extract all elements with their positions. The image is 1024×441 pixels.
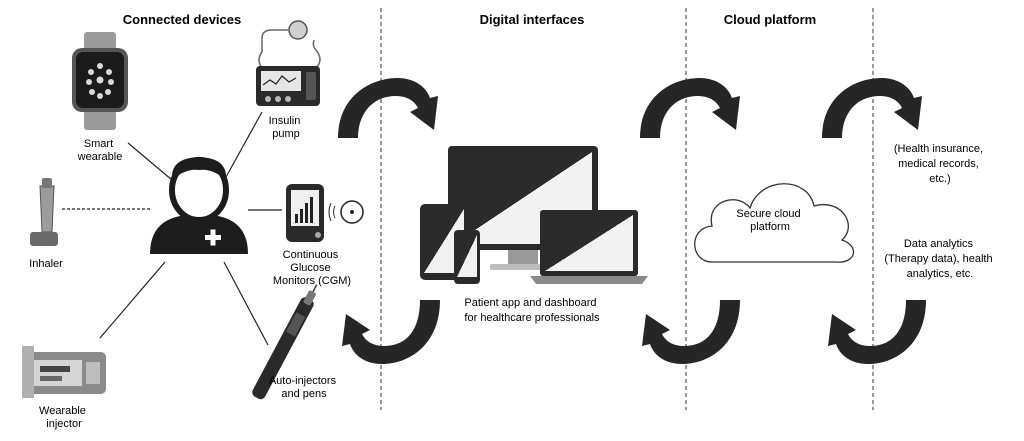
label-smart-wearable: Smart wearable: [77, 138, 123, 163]
label-cgm: Continuous Glucose Monitors (CGM): [273, 249, 351, 287]
insulin-pump-icon: [256, 20, 321, 106]
arrow-devices-to-interfaces: [338, 78, 438, 138]
cgm-monitor-icon: [286, 184, 364, 242]
label-insulin-pump: Insulin pump: [269, 115, 304, 140]
header-connected-devices: Connected devices: [123, 12, 242, 27]
label-data-analytics: Data analytics (Therapy data), health an…: [884, 238, 995, 280]
smart-watch-icon: [72, 32, 128, 130]
digital-devices-illustration: [420, 146, 648, 284]
label-health-insurance: (Health insurance, medical records, etc.…: [894, 143, 986, 185]
smartphone-icon: [454, 230, 480, 284]
header-cloud-platform: Cloud platform: [724, 12, 816, 27]
caption-patient-app: Patient app and dashboard for healthcare…: [464, 297, 600, 324]
arrow-cloud-to-external: [822, 78, 922, 138]
label-secure-cloud: Secure cloud platform: [736, 208, 803, 233]
label-wearable-injector: Wearable injector: [39, 405, 89, 430]
label-inhaler: Inhaler: [29, 258, 63, 270]
cloud-icon: [694, 183, 854, 263]
device-connectors: [62, 111, 282, 346]
patient-avatar-icon: [150, 157, 248, 254]
arrow-external-to-cloud: [828, 300, 926, 364]
label-auto-injectors: Auto-injectors and pens: [269, 375, 339, 400]
wearable-injector-icon: [22, 346, 106, 398]
section-dividers: [380, 8, 874, 410]
laptop-icon: [530, 210, 648, 284]
arrow-cloud-to-interfaces: [642, 300, 740, 364]
arrow-interfaces-to-devices: [342, 300, 440, 364]
header-digital-interfaces: Digital interfaces: [480, 12, 585, 27]
arrow-interfaces-to-cloud: [640, 78, 740, 138]
auto-injector-pen-icon: [252, 284, 318, 400]
flow-arrows: [338, 78, 926, 364]
inhaler-icon: [30, 178, 58, 246]
